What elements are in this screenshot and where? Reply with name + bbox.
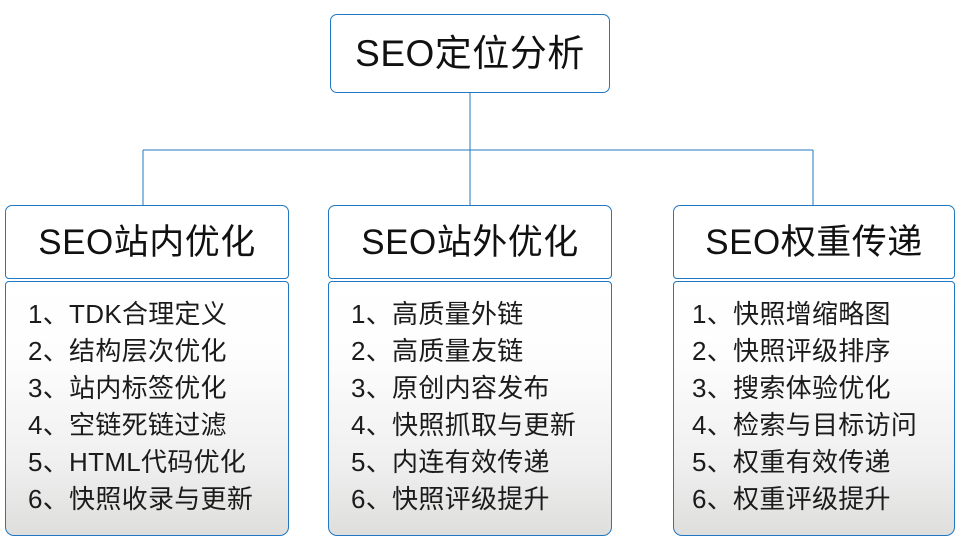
branch-header-2-title: SEO站外优化 [361,222,579,262]
branch-header-3-title: SEO权重传递 [705,222,923,262]
branch-body-1: 1、TDK合理定义 2、结构层次优化 3、站内标签优化 4、空链死链过滤 5、H… [5,281,289,536]
branch-body-2: 1、高质量外链 2、高质量友链 3、原创内容发布 4、快照抓取与更新 5、内连有… [328,281,612,536]
list-item: 5、HTML代码优化 [28,447,247,477]
list-item: 5、权重有效传递 [692,447,891,477]
root-node-title: SEO定位分析 [355,33,585,74]
list-item: 1、TDK合理定义 [28,299,228,329]
branch-header-3: SEO权重传递 [673,205,955,279]
branch-column-3: SEO权重传递 1、快照增缩略图 2、快照评级排序 3、搜索体验优化 4、检索与… [673,205,955,536]
list-item: 3、站内标签优化 [28,373,227,403]
branch-column-2: SEO站外优化 1、高质量外链 2、高质量友链 3、原创内容发布 4、快照抓取与… [328,205,612,536]
list-item: 6、快照评级提升 [351,484,550,514]
list-item: 5、内连有效传递 [351,447,550,477]
branch-header-2: SEO站外优化 [328,205,612,279]
branch-3-item-list: 1、快照增缩略图 2、快照评级排序 3、搜索体验优化 4、检索与目标访问 5、权… [674,296,954,518]
list-item: 3、原创内容发布 [351,373,550,403]
list-item: 6、快照收录与更新 [28,484,254,514]
list-item: 4、检索与目标访问 [692,410,918,440]
list-item: 1、快照增缩略图 [692,299,891,329]
branch-header-1: SEO站内优化 [5,205,289,279]
list-item: 1、高质量外链 [351,299,524,329]
branch-2-item-list: 1、高质量外链 2、高质量友链 3、原创内容发布 4、快照抓取与更新 5、内连有… [329,296,611,518]
branch-column-1: SEO站内优化 1、TDK合理定义 2、结构层次优化 3、站内标签优化 4、空链… [5,205,289,536]
list-item: 2、结构层次优化 [28,336,227,366]
list-item: 3、搜索体验优化 [692,373,891,403]
list-item: 2、快照评级排序 [692,336,891,366]
branch-body-3: 1、快照增缩略图 2、快照评级排序 3、搜索体验优化 4、检索与目标访问 5、权… [673,281,955,536]
list-item: 6、权重评级提升 [692,484,891,514]
list-item: 4、空链死链过滤 [28,410,227,440]
branch-1-item-list: 1、TDK合理定义 2、结构层次优化 3、站内标签优化 4、空链死链过滤 5、H… [6,296,288,518]
list-item: 4、快照抓取与更新 [351,410,577,440]
list-item: 2、高质量友链 [351,336,524,366]
branch-header-1-title: SEO站内优化 [38,222,256,262]
root-node: SEO定位分析 [330,14,610,93]
